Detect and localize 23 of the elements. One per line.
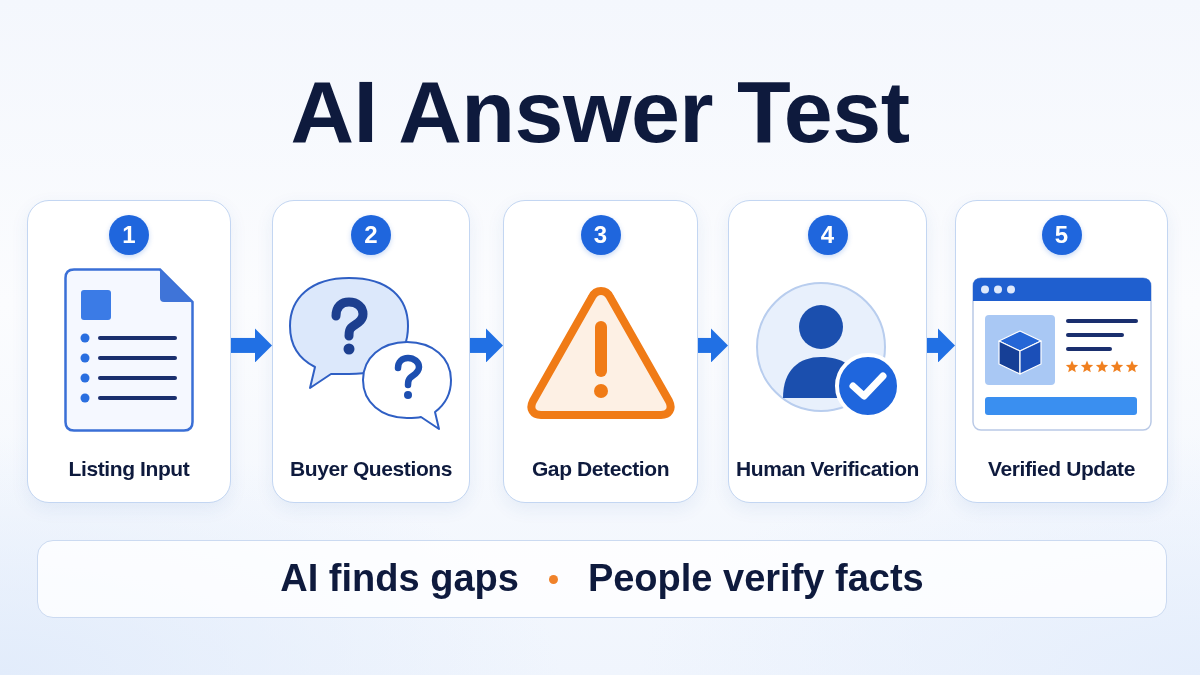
step-label: Human Verification [736, 456, 919, 482]
step-number-badge: 3 [580, 215, 621, 255]
step-label: Listing Input [68, 456, 190, 482]
step-number-badge: 2 [351, 215, 391, 255]
step-number-badge: 5 [1041, 215, 1082, 255]
summary-banner [37, 540, 1167, 618]
diagram-title: AI Answer Test [290, 68, 910, 156]
step-label: Gap Detection [531, 456, 670, 482]
arrow [698, 328, 728, 363]
step-number-badge: 4 [807, 215, 848, 255]
summary-text: AI finds gaps [280, 556, 519, 602]
step-label: Verified Update [988, 456, 1135, 482]
step-card [272, 200, 470, 503]
step-number-badge: 1 [109, 215, 149, 255]
arrow [470, 328, 503, 363]
step-label: Buyer Questions [289, 456, 452, 482]
step-card [728, 200, 927, 503]
step-card [27, 200, 231, 503]
step-card [503, 200, 698, 503]
summary-text: People verify facts [587, 556, 924, 602]
step-card [955, 200, 1168, 503]
arrow [231, 328, 272, 363]
arrow [927, 328, 955, 363]
